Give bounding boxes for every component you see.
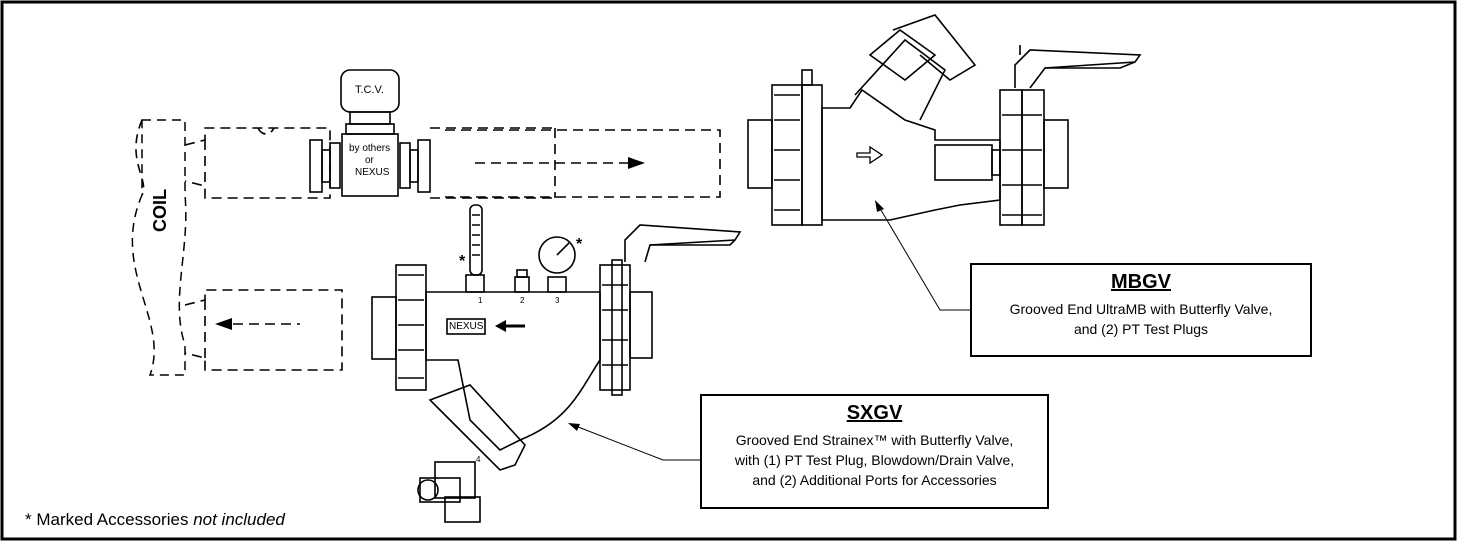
sxgv-leader-line xyxy=(572,424,700,461)
nexus-plate-label: NEXUS xyxy=(449,321,484,332)
port-2-label: 2 xyxy=(520,296,525,305)
port-1-label: 1 xyxy=(478,296,483,305)
mbgv-callout: MBGV Grooved End UltraMB with Butterfly … xyxy=(970,263,1312,357)
port-3-label: 3 xyxy=(555,296,560,305)
by-others-label-1: by others xyxy=(349,143,391,154)
flow-arrow-supply xyxy=(628,157,645,169)
sxgv-valve xyxy=(371,204,742,523)
flow-arrow-return xyxy=(215,318,232,330)
footnote: * Marked Accessories not included xyxy=(25,510,285,530)
port-4-label: 4 xyxy=(476,455,481,464)
sxgv-description-3: and (2) Additional Ports for Accessories xyxy=(752,472,997,488)
mbgv-title: MBGV xyxy=(1111,271,1171,293)
mbgv-description-2: and (2) PT Test Plugs xyxy=(1073,321,1209,337)
return-pipe xyxy=(184,289,343,371)
coil-label: COIL xyxy=(150,189,170,232)
mbgv-valve xyxy=(747,14,1142,226)
supply-pipe xyxy=(184,127,721,199)
tcv-label: T.C.V. xyxy=(355,84,384,96)
sxgv-description-2: with (1) PT Test Plug, Blowdown/Drain Va… xyxy=(734,452,1015,468)
mbgv-description-1: Grooved End UltraMB with Butterfly Valve… xyxy=(1009,301,1273,317)
asterisk-gauge: * xyxy=(576,236,583,253)
sxgv-description-1: Grooved End Strainex™ with Butterfly Val… xyxy=(735,432,1014,448)
mbgv-leader-line xyxy=(877,204,970,311)
coil-outline xyxy=(131,119,187,376)
sxgv-title: SXGV xyxy=(846,402,903,424)
sxgv-callout: SXGV Grooved End Strainex™ with Butterfl… xyxy=(700,394,1049,509)
tcv-valve xyxy=(309,69,431,197)
by-others-label-3: NEXUS xyxy=(355,167,390,178)
by-others-label-2: or xyxy=(365,155,374,166)
footnote-italic: not included xyxy=(193,510,285,529)
asterisk-flowmeter: * xyxy=(459,253,466,270)
flow-arrow-mbgv xyxy=(856,145,884,165)
footnote-prefix: * Marked Accessories xyxy=(25,510,194,529)
